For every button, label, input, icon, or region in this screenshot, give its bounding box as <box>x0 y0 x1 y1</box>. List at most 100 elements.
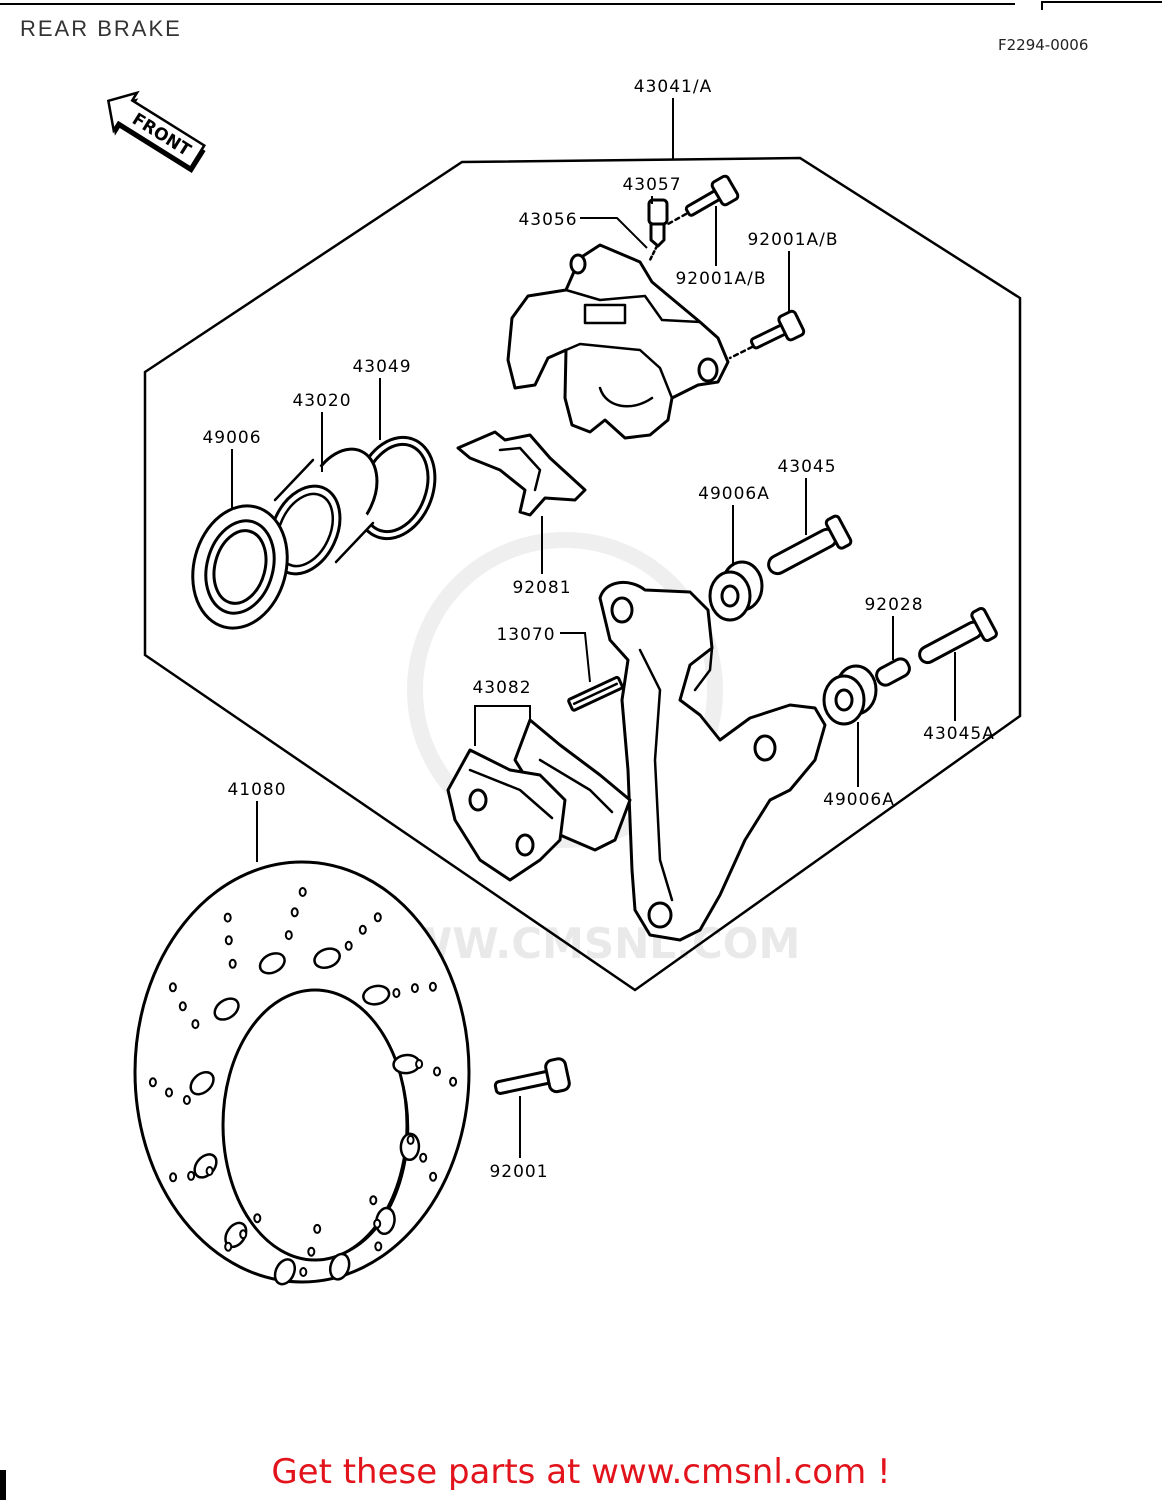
disc-drill-hole <box>449 1076 458 1087</box>
disc-drill-hole <box>392 988 401 998</box>
caliper-bracket-hole-top <box>610 596 634 624</box>
slide-pin-upper-shaft <box>767 527 838 576</box>
disc-drill-hole <box>344 940 353 951</box>
disc-drill-hole <box>205 1166 214 1176</box>
caliper-top-line <box>564 288 702 324</box>
disc-bolt-shaft <box>493 1070 553 1095</box>
caliper-edge-line <box>564 342 674 400</box>
disc-drill-hole <box>223 912 232 923</box>
leader-line-43082 <box>474 705 531 746</box>
callout-49006: 49006 <box>202 428 261 448</box>
anti-rattle-spring-fold <box>498 446 542 492</box>
disc-drill-hole <box>419 1152 428 1163</box>
disc-drill-hole <box>373 912 382 923</box>
disc-drill-hole <box>178 1001 187 1012</box>
piston-side-bottom <box>334 521 375 564</box>
disc-drill-hole <box>313 1223 322 1234</box>
brake-pad-front <box>446 748 567 882</box>
caliper-bolt-upper <box>684 174 740 217</box>
callout-43020: 43020 <box>292 391 351 411</box>
bolt-lower-dash <box>728 345 754 360</box>
callout-92001: 92001 <box>489 1162 548 1182</box>
callout-41080: 41080 <box>227 780 286 800</box>
footer-promo-link[interactable]: Get these parts at www.cmsnl.com ! <box>271 1452 891 1492</box>
disc-drill-hole <box>187 1170 196 1181</box>
caliper-bracket-edge <box>688 646 714 692</box>
disc-drill-hole <box>415 1059 424 1069</box>
slide-pin-lower-head <box>970 607 998 643</box>
slide-pin-upper-head <box>824 514 853 550</box>
top-right-border-mark <box>1041 1 1162 10</box>
callout-43057: 43057 <box>622 175 681 195</box>
bolt-lower-head <box>777 309 806 342</box>
caliper-bracket-hole-bottom <box>647 901 673 929</box>
brake-pads <box>446 718 632 882</box>
anti-rattle-spring-plate <box>456 430 587 517</box>
slide-pin-lower-shaft <box>918 620 984 665</box>
callout-43045: 43045 <box>777 457 836 477</box>
disc-drill-hole <box>433 1066 441 1077</box>
disc-drill-hole <box>165 1087 173 1098</box>
disc-drill-hole <box>253 1213 262 1224</box>
disc-vent-hole <box>258 952 286 975</box>
disc-drill-hole <box>298 887 307 897</box>
caliper-top-boss <box>583 303 627 325</box>
bolt-upper-dash <box>666 212 688 226</box>
callout-92001ab-lower: 92001A/B <box>675 269 766 289</box>
pin-boot-upper <box>708 560 764 622</box>
brake-pad-rear-lining <box>538 758 614 814</box>
leader-line-43056 <box>580 217 648 249</box>
leader-lines <box>231 98 956 1158</box>
disc-drill-hole <box>148 1077 157 1088</box>
disc-vent-hole <box>213 997 240 1021</box>
callout-43045a: 43045A <box>923 724 995 744</box>
caliper-ear-hole-rear <box>697 357 719 383</box>
front-direction-arrow: FRONT <box>106 90 207 174</box>
pin-boot-upper-hole <box>720 584 740 608</box>
caliper-body <box>506 243 730 440</box>
piston-front-rim <box>275 492 335 568</box>
pad-spring <box>567 675 624 712</box>
disc-vent-hole <box>328 1252 351 1281</box>
callout-43056: 43056 <box>518 210 577 230</box>
caliper-bolt-lower <box>749 309 806 350</box>
disc-bolt <box>493 1057 571 1095</box>
bleeder-dash <box>648 244 659 262</box>
figure-code: F2294-0006 <box>998 36 1089 54</box>
disc-drill-hole <box>358 924 367 935</box>
dust-seal <box>191 504 289 630</box>
slide-sleeve-body <box>875 657 911 687</box>
front-arrow-body <box>106 90 207 170</box>
caliper-bracket-hole-right <box>753 734 777 762</box>
disc-drill-hole <box>373 1218 382 1229</box>
disc-drill-hole <box>228 958 237 969</box>
disc-vent-hole <box>189 1070 215 1096</box>
disc-drill-hole <box>191 1019 200 1030</box>
disc-vent-hole <box>273 1258 297 1286</box>
disc-vent-hole <box>313 947 341 969</box>
brake-pad-front-hole-left <box>468 788 488 812</box>
callout-43082: 43082 <box>472 678 531 698</box>
piston-side-top <box>273 458 315 502</box>
disc-drill-hole <box>369 1195 378 1206</box>
caliper-assembly-outline <box>143 156 1022 992</box>
caliper-bracket-body <box>598 581 827 942</box>
disc-bolt-head <box>544 1057 571 1094</box>
callout-92081: 92081 <box>512 578 571 598</box>
brake-pad-front-hole-right <box>515 833 535 857</box>
callout-92028: 92028 <box>864 595 923 615</box>
slide-pin-upper <box>767 514 853 576</box>
pin-boot-lower <box>822 664 878 726</box>
callout-43041a: 43041/A <box>634 77 712 97</box>
disc-drill-hole <box>284 930 293 941</box>
caliper-housing <box>506 243 730 440</box>
caliper-bracket <box>598 581 827 942</box>
bolt-upper-head <box>710 174 740 207</box>
disc-drill-hole <box>374 1241 383 1252</box>
diagram-title: REAR BRAKE <box>20 16 182 41</box>
caliper-bore-line <box>598 386 654 408</box>
callout-92001ab-right: 92001A/B <box>747 230 838 250</box>
brake-disc <box>133 860 471 1286</box>
bleeder-valve <box>647 198 669 262</box>
